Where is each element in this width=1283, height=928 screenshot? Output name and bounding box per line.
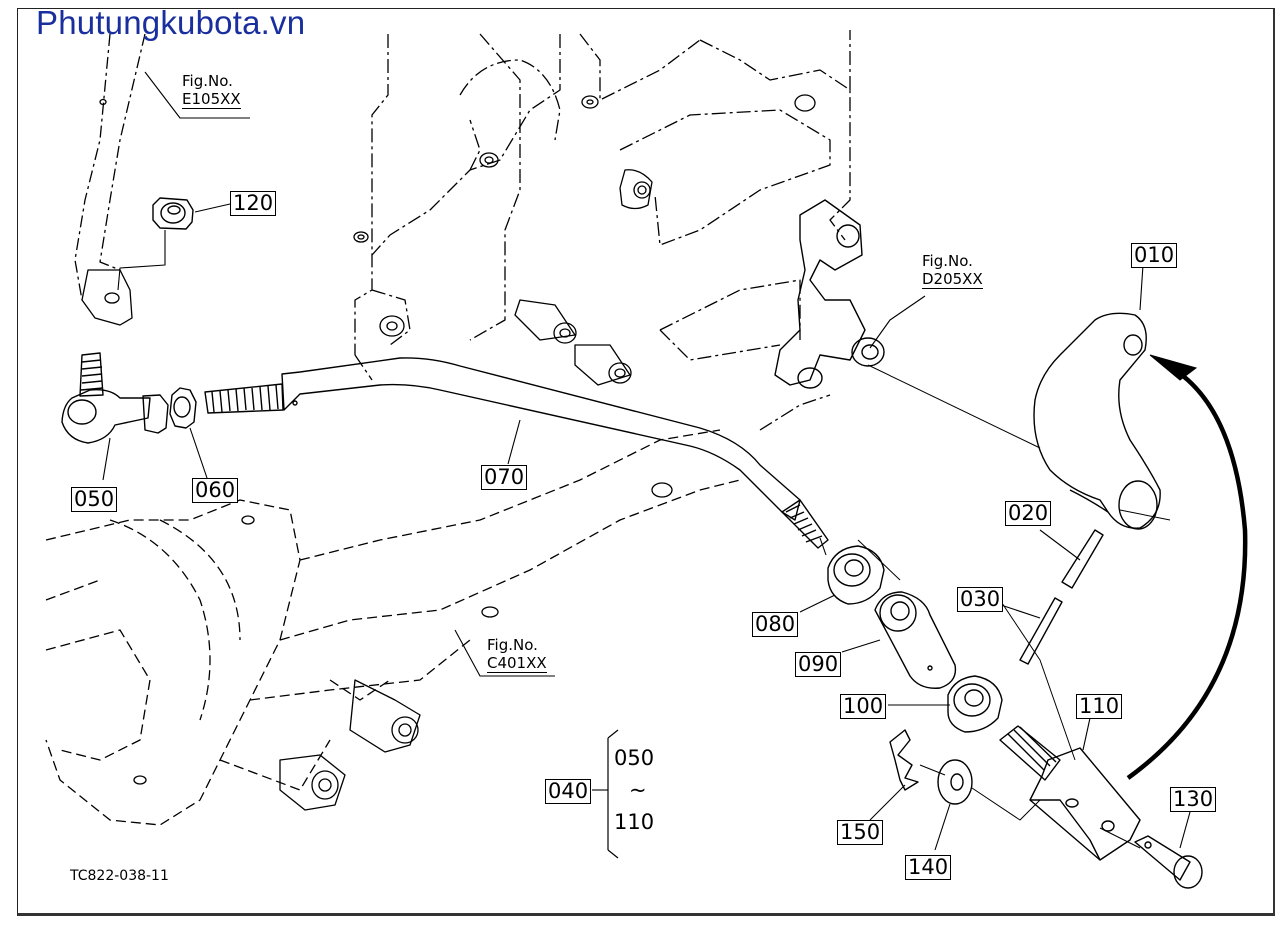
pin-030: [1019, 597, 1063, 665]
washer-140: [937, 759, 973, 805]
part-label-120[interactable]: 120: [230, 191, 277, 216]
part-label-090[interactable]: 090: [795, 652, 842, 677]
group-range-to: 110: [614, 810, 655, 834]
part-label-040[interactable]: 040: [545, 779, 592, 804]
arrow-head: [1149, 354, 1198, 381]
part-label-010[interactable]: 010: [1131, 243, 1178, 268]
clevis-110: [999, 725, 1141, 861]
transmission-housing: [354, 30, 851, 431]
part-label-050[interactable]: 050: [71, 487, 118, 512]
fig-ref-code: E105XX: [182, 90, 241, 109]
part-label-110[interactable]: 110: [1076, 694, 1123, 719]
bushing-080: [827, 545, 885, 605]
part-label-030[interactable]: 030: [957, 587, 1004, 612]
fig-ref-label: Fig.No.: [487, 636, 538, 654]
group-range-tilde: ~: [629, 778, 647, 802]
arm-010: [1033, 312, 1161, 530]
clip-150: [889, 729, 919, 791]
part-label-130[interactable]: 130: [1170, 787, 1217, 812]
drawing-frame: [17, 8, 1275, 916]
lever-e105-eye: [81, 98, 133, 326]
nut-060: [169, 387, 197, 429]
fig-ref-c401: Fig.No. C401XX: [487, 636, 547, 673]
housing-bosses: [353, 94, 816, 386]
fig-ref-label: Fig.No.: [182, 72, 233, 90]
pin-020: [1061, 529, 1104, 589]
fig-ref-code: D205XX: [922, 270, 983, 289]
shift-arm-d205: [774, 199, 885, 389]
lever-e105: [74, 33, 146, 301]
part-label-140[interactable]: 140: [905, 855, 952, 880]
part-label-100[interactable]: 100: [840, 694, 887, 719]
part-label-020[interactable]: 020: [1005, 501, 1052, 526]
fig-ref-code: C401XX: [487, 654, 547, 673]
part-label-070[interactable]: 070: [481, 465, 528, 490]
nut-120: [152, 197, 194, 230]
bushing-100: [947, 675, 1003, 733]
lower-housing: [45, 429, 741, 826]
fig-ref-d205: Fig.No. D205XX: [922, 252, 983, 289]
lower-housing-bosses: [133, 482, 673, 811]
watermark-text: Phutungkubota.vn: [36, 4, 306, 41]
group-range-from: 050: [614, 746, 655, 770]
fig-ref-label: Fig.No.: [922, 252, 973, 270]
pin-130: [1134, 835, 1203, 889]
part-label-080[interactable]: 080: [752, 612, 799, 637]
drawing-code: TC822-038-11: [70, 868, 169, 884]
part-label-060[interactable]: 060: [192, 478, 239, 503]
fig-ref-e105: Fig.No. E105XX: [182, 72, 241, 109]
part-label-150[interactable]: 150: [837, 820, 884, 845]
rod-070: [204, 357, 829, 549]
collar-090: [874, 591, 957, 689]
ball-joint-050: [61, 352, 169, 444]
